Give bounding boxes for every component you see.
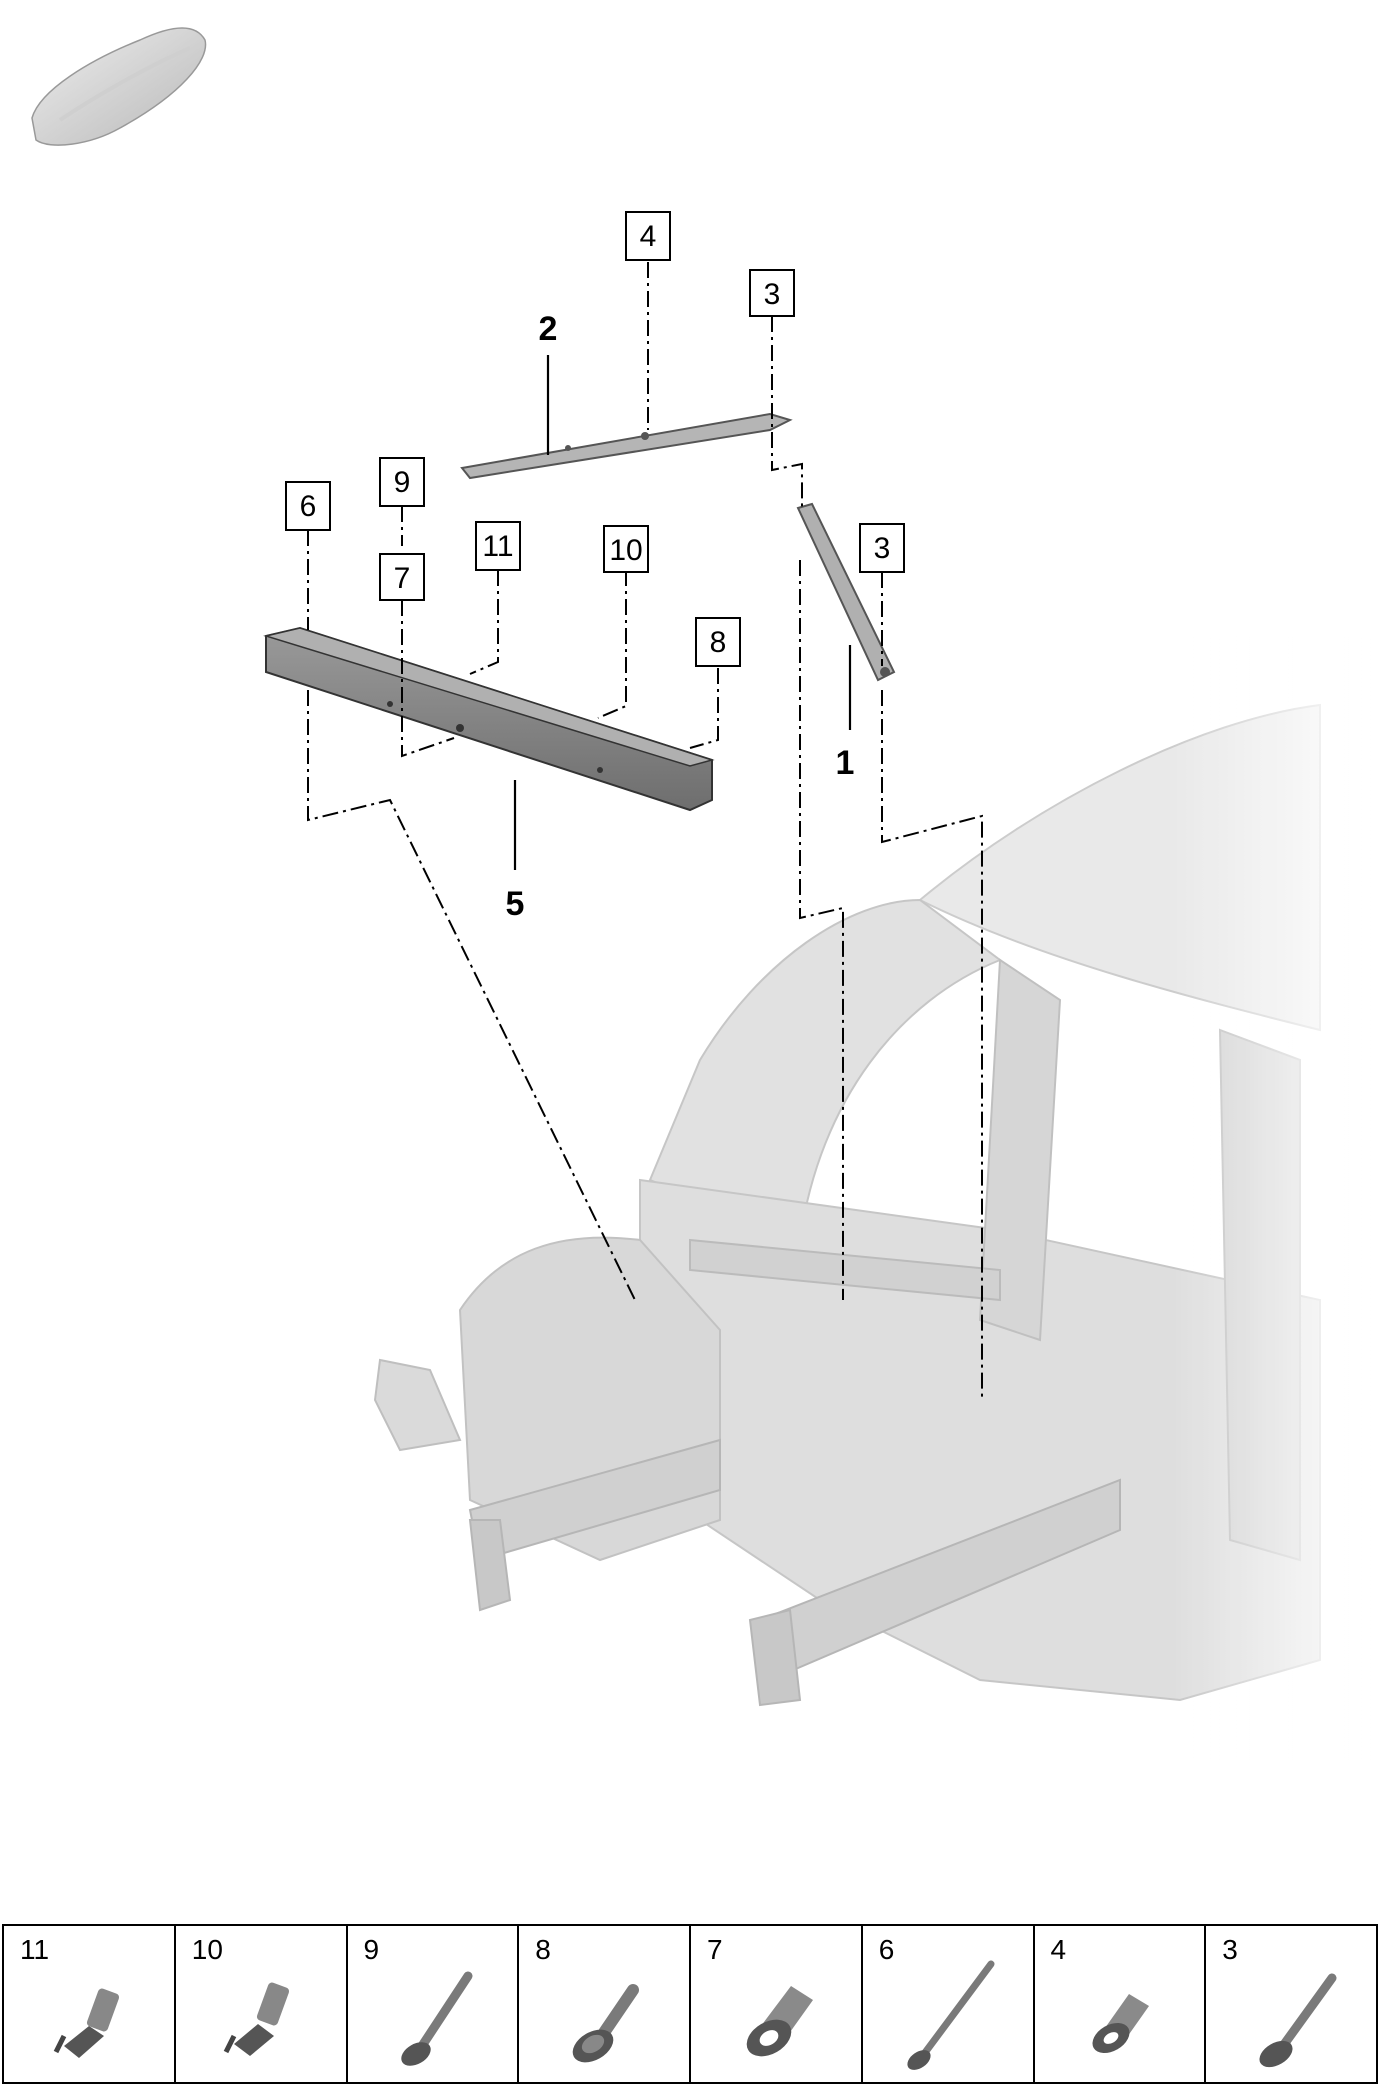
callout-10: 10: [603, 525, 649, 573]
callout-9: 9: [379, 457, 425, 507]
legend-cell: 4: [1035, 1926, 1207, 2082]
callout-4: 4: [625, 211, 671, 261]
clip-nut-icon: [223, 1982, 289, 2056]
svg-text:3: 3: [764, 278, 781, 311]
long-bolt-icon: [907, 1960, 995, 2070]
legend-cell: 3: [1206, 1926, 1376, 2082]
callout-6: 6: [285, 481, 331, 531]
clip-nut-icon: [53, 1988, 120, 2058]
svg-text:9: 9: [394, 466, 411, 499]
svg-text:11: 11: [482, 530, 513, 563]
diagonal-strut-part: [796, 502, 896, 682]
bolt-icon: [1259, 1973, 1337, 2068]
strut-brace-part: [460, 412, 793, 480]
callout-3-upper: 3: [749, 269, 795, 317]
bolt-icon: [400, 1971, 472, 2066]
part-number-5: 5: [506, 885, 525, 923]
legend-cell: 8: [519, 1926, 691, 2082]
legend-number: 8: [535, 1934, 551, 1965]
legend-cell: 6: [863, 1926, 1035, 2082]
part-leader-lines: [513, 355, 852, 870]
callout-8: 8: [695, 617, 741, 667]
rivet-nut-icon: [746, 1986, 813, 2057]
svg-text:4: 4: [640, 220, 657, 253]
svg-text:10: 10: [609, 534, 642, 567]
part-number-2: 2: [539, 310, 558, 348]
part-number-1: 1: [836, 744, 855, 782]
exploded-parts-diagram: 4 3 9 6 11 10 3 7 8 2 1 5: [0, 0, 1380, 1760]
legend-cell: 11: [4, 1926, 176, 2082]
rivet-nut-icon: [1092, 1994, 1149, 2054]
legend-number: 10: [191, 1934, 223, 1965]
legend-cell: 7: [691, 1926, 863, 2082]
car-body-structure: [0, 0, 1380, 1760]
svg-text:7: 7: [394, 562, 411, 595]
callout-3-lower: 3: [859, 523, 905, 573]
leader-lines: [307, 262, 983, 1400]
flange-bolt-icon: [572, 1984, 640, 2063]
svg-text:8: 8: [710, 626, 727, 659]
callout-11: 11: [475, 521, 521, 571]
legend-number: 3: [1222, 1934, 1238, 1965]
legend-number: 6: [878, 1934, 895, 1965]
svg-text:3: 3: [874, 532, 891, 565]
legend-number: 9: [363, 1934, 380, 1965]
fastener-legend: 11 10 9 8 7: [2, 1924, 1378, 2084]
cross-beam-part: [263, 626, 715, 812]
legend-cell: 9: [348, 1926, 520, 2082]
legend-number: 11: [20, 1934, 50, 1965]
callout-7: 7: [379, 553, 425, 601]
svg-text:6: 6: [300, 490, 317, 523]
legend-number: 7: [707, 1934, 723, 1965]
legend-number: 4: [1050, 1934, 1067, 1965]
legend-cell: 10: [176, 1926, 348, 2082]
